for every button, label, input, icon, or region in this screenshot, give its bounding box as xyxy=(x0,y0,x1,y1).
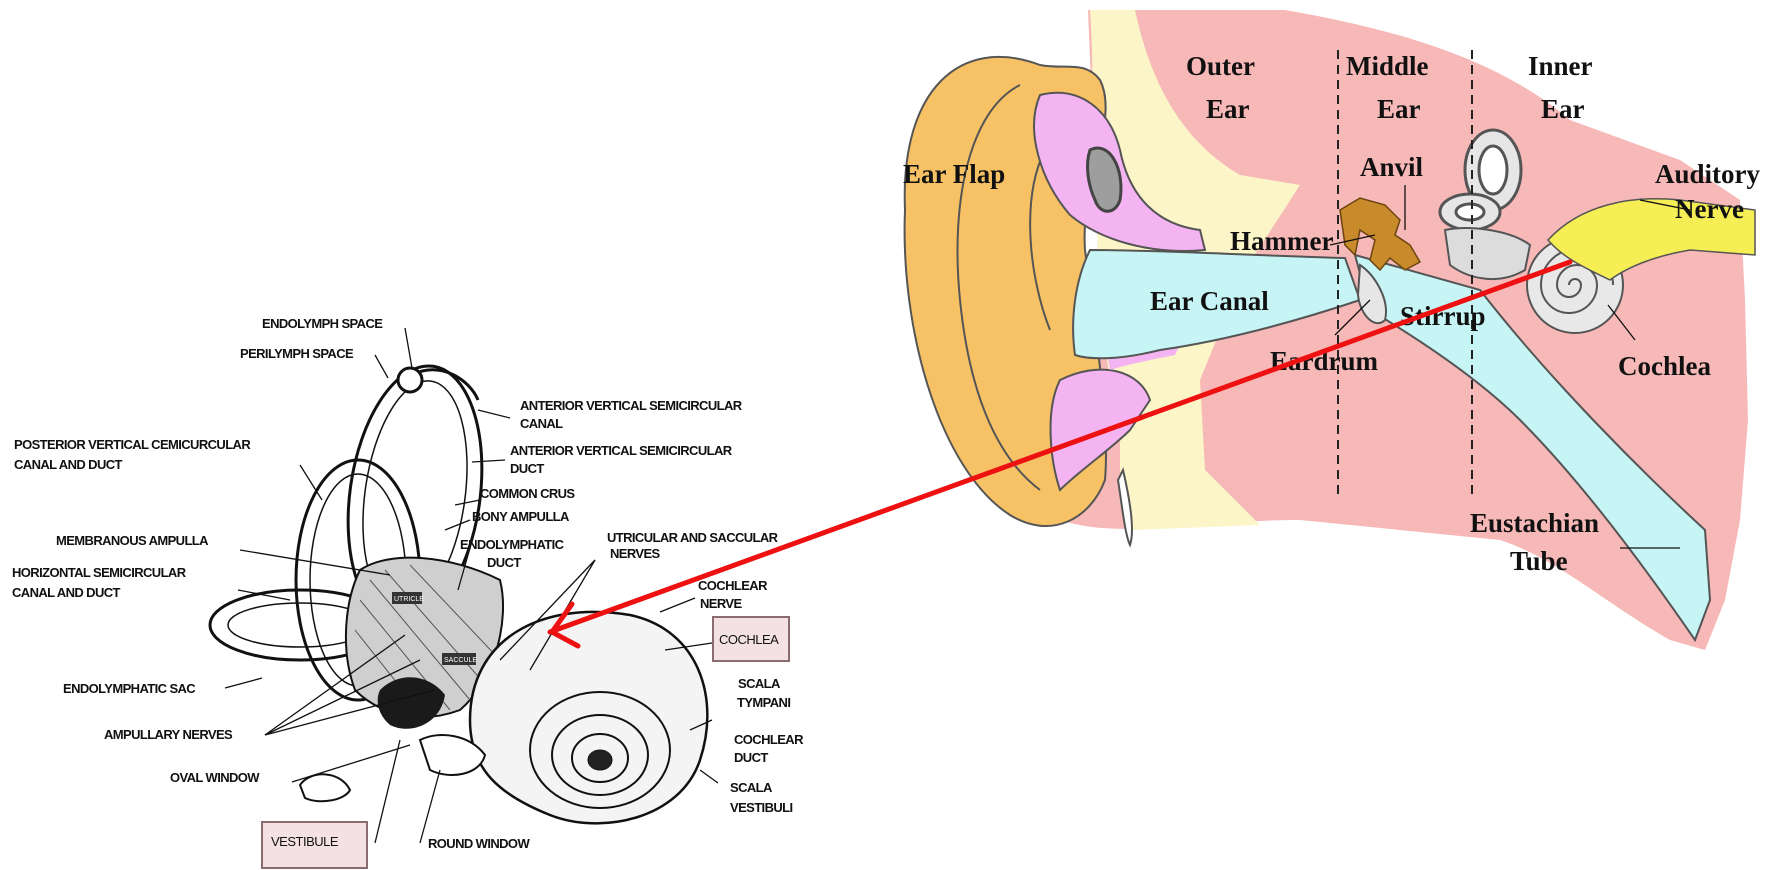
label-cochlear-nerve-2: NERVE xyxy=(700,596,742,611)
label-bony-ampulla: BONY AMPULLA xyxy=(472,509,570,524)
label-oval-window: OVAL WINDOW xyxy=(170,770,260,785)
label-cochlear-duct-2: DUCT xyxy=(734,750,768,765)
label-scala-vestibuli-1: SCALA xyxy=(730,780,773,795)
label-common-crus: COMMON CRUS xyxy=(480,486,575,501)
label-middle-ear-1: Middle xyxy=(1346,51,1429,81)
label-scala-tympani-1: SCALA xyxy=(738,676,781,691)
label-perilymph-space: PERILYMPH SPACE xyxy=(240,346,354,361)
label-horizontal-canal-2: CANAL AND DUCT xyxy=(12,585,121,600)
label-anterior-duct-2: DUCT xyxy=(510,461,544,476)
label-posterior-canal-2: CANAL AND DUCT xyxy=(14,457,123,472)
label-cochlea: Cochlea xyxy=(1618,351,1711,381)
label-ear-canal: Ear Canal xyxy=(1150,286,1269,316)
label-vestibule-boxed: VESTIBULE xyxy=(271,834,339,849)
label-cochlear-duct-1: COCHLEAR xyxy=(734,732,804,747)
inner-ear-labyrinth: UTRICLE SACCULE xyxy=(12,316,804,868)
label-ampullary-nerves: AMPULLARY NERVES xyxy=(104,727,233,742)
label-eustachian-2: Tube xyxy=(1510,546,1568,576)
label-outer-ear-2: Ear xyxy=(1206,94,1250,124)
label-middle-ear-2: Ear xyxy=(1377,94,1421,124)
label-endolymphatic-duct-2: DUCT xyxy=(487,555,521,570)
cochlea-drawing xyxy=(470,612,707,823)
label-ear-flap: Ear Flap xyxy=(903,159,1005,189)
label-scala-tympani-2: TYMPANI xyxy=(737,695,790,710)
label-cochlea-boxed: COCHLEA xyxy=(719,632,779,647)
label-inner-ear-2: Ear xyxy=(1541,94,1585,124)
label-anterior-duct-1: ANTERIOR VERTICAL SEMICIRCULAR xyxy=(510,443,733,458)
label-anterior-canal-2: CANAL xyxy=(520,416,563,431)
label-scala-vestibuli-2: VESTIBULI xyxy=(730,800,793,815)
label-cochlear-nerve-1: COCHLEAR xyxy=(698,578,768,593)
label-utricular-saccular-1: UTRICULAR AND SACCULAR xyxy=(607,530,779,545)
label-hammer: Hammer xyxy=(1230,226,1333,256)
label-endolymphatic-sac: ENDOLYMPHATIC SAC xyxy=(63,681,196,696)
label-round-window: ROUND WINDOW xyxy=(428,836,530,851)
label-outer-ear-1: Outer xyxy=(1186,51,1255,81)
label-posterior-canal-1: POSTERIOR VERTICAL CEMICURCULAR xyxy=(14,437,251,452)
label-inner-ear-1: Inner xyxy=(1528,51,1593,81)
label-horizontal-canal-1: HORIZONTAL SEMICIRCULAR xyxy=(12,565,187,580)
label-utricular-saccular-2: NERVES xyxy=(610,546,661,561)
label-endolymph-space: ENDOLYMPH SPACE xyxy=(262,316,383,331)
label-anvil: Anvil xyxy=(1360,152,1424,182)
label-utricle: UTRICLE xyxy=(394,596,424,603)
ear-cross-section: Outer Ear Middle Ear Inner Ear Ear Flap … xyxy=(903,10,1761,650)
label-eustachian-1: Eustachian xyxy=(1470,508,1599,538)
label-membranous-ampulla: MEMBRANOUS AMPULLA xyxy=(56,533,209,548)
label-endolymphatic-duct-1: ENDOLYMPHATIC xyxy=(460,537,565,552)
label-auditory-nerve-1: Auditory xyxy=(1655,159,1761,189)
label-anterior-canal-1: ANTERIOR VERTICAL SEMICIRCULAR xyxy=(520,398,743,413)
round-window-shape xyxy=(300,774,350,801)
label-saccule: SACCULE xyxy=(444,657,477,664)
